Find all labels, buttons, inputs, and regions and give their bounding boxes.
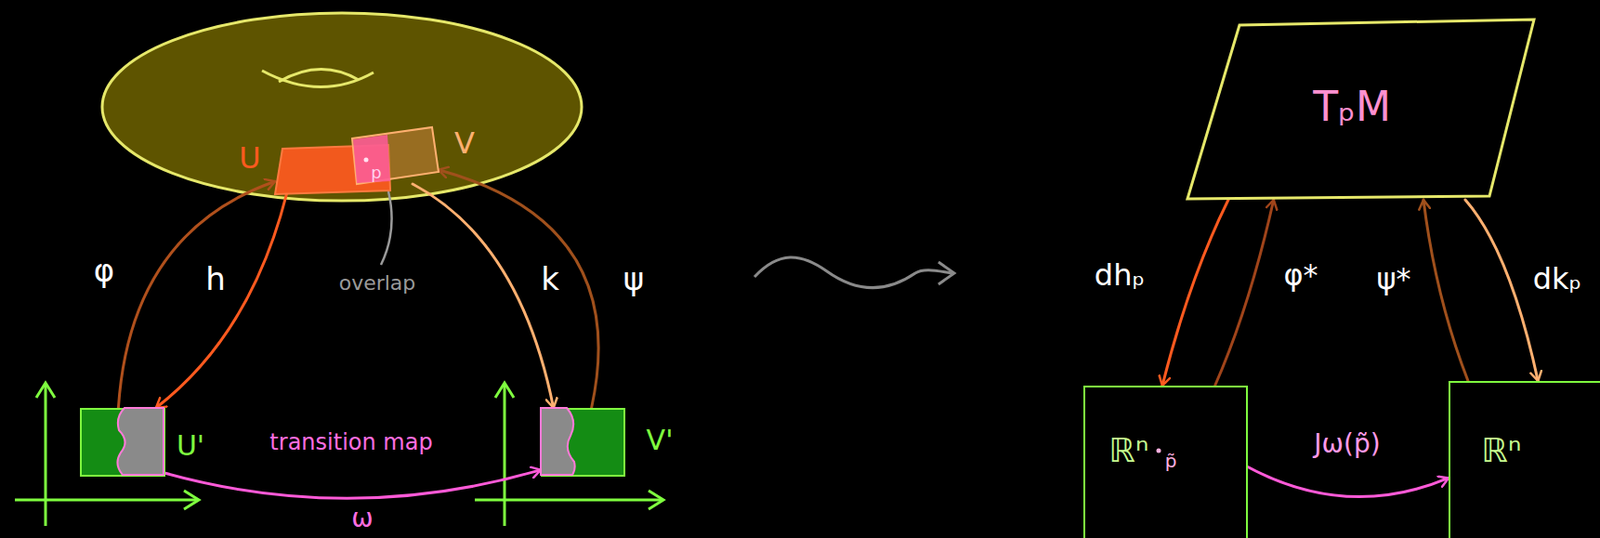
- map-arrow: [1465, 199, 1538, 381]
- shape-part: [353, 134, 391, 184]
- node-text: ℝⁿ: [1109, 433, 1150, 468]
- shape-outline: [540, 407, 626, 477]
- map-arrow: [156, 194, 288, 408]
- euclidean-space-box: ℝⁿ p̃: [1083, 385, 1248, 538]
- node-text: U': [176, 432, 205, 460]
- point-dot: [1156, 448, 1162, 454]
- map-arrow: [118, 181, 276, 408]
- arrow-label: φ*: [1281, 259, 1320, 291]
- squiggle-arrow: [754, 257, 953, 289]
- axis-line: [474, 498, 662, 502]
- map-arrow: [438, 170, 599, 408]
- arrow-label: ψ: [621, 262, 646, 296]
- chart-patch: V: [352, 127, 439, 184]
- node-text: ℝⁿ: [1481, 433, 1522, 468]
- map-arrow: [165, 470, 541, 499]
- node-text: TₚM: [1312, 86, 1391, 128]
- map-arrow: [1423, 199, 1469, 381]
- map-name: ω: [351, 505, 373, 532]
- node-text: U: [238, 143, 261, 173]
- axis-arrow: [36, 382, 55, 398]
- shape-part: [1187, 19, 1535, 199]
- node-text: V: [454, 128, 475, 158]
- coordinate-region: V': [540, 407, 626, 477]
- shape-part: [117, 407, 164, 475]
- map-arrow: [412, 183, 554, 408]
- arrow-label: k: [538, 262, 562, 296]
- shape-part: [540, 407, 576, 475]
- node-text: p̃: [1165, 451, 1178, 471]
- euclidean-space-box: ℝⁿ: [1448, 380, 1600, 538]
- axis-line: [503, 384, 507, 526]
- squiggle-arrowhead: [938, 262, 955, 285]
- arrow-label: dkₚ: [1531, 262, 1585, 295]
- shape-part: [352, 127, 439, 184]
- callout-label: overlap: [339, 273, 417, 294]
- arrow-label: h: [203, 262, 228, 296]
- coordinate-region: U': [79, 407, 166, 477]
- axis-arrow: [183, 490, 199, 510]
- node-text: V': [646, 426, 674, 455]
- arrow-label: dhₚ: [1092, 259, 1147, 291]
- shape-outline: [79, 407, 166, 477]
- axis-line: [14, 498, 197, 502]
- torus-hole: [278, 68, 359, 82]
- axis-line: [44, 384, 48, 526]
- axis-arrow: [495, 382, 514, 398]
- map-arrow: [1247, 467, 1449, 498]
- torus-surface: [102, 13, 582, 201]
- leader-line: [380, 191, 393, 265]
- tangent-space: TₚM: [1186, 18, 1535, 200]
- axis-arrow: [648, 490, 664, 510]
- point-label: p: [370, 164, 381, 182]
- map-arrow: [1162, 199, 1229, 386]
- map-arrow: [1215, 199, 1274, 386]
- arrow-label: φ: [91, 253, 117, 288]
- shape-part: [364, 157, 369, 163]
- arrow-label: Jω(p̃): [1311, 430, 1382, 459]
- arrow-label: ψ*: [1374, 262, 1413, 295]
- shape-outline: [352, 127, 439, 184]
- arrow-label: transition map: [267, 430, 434, 455]
